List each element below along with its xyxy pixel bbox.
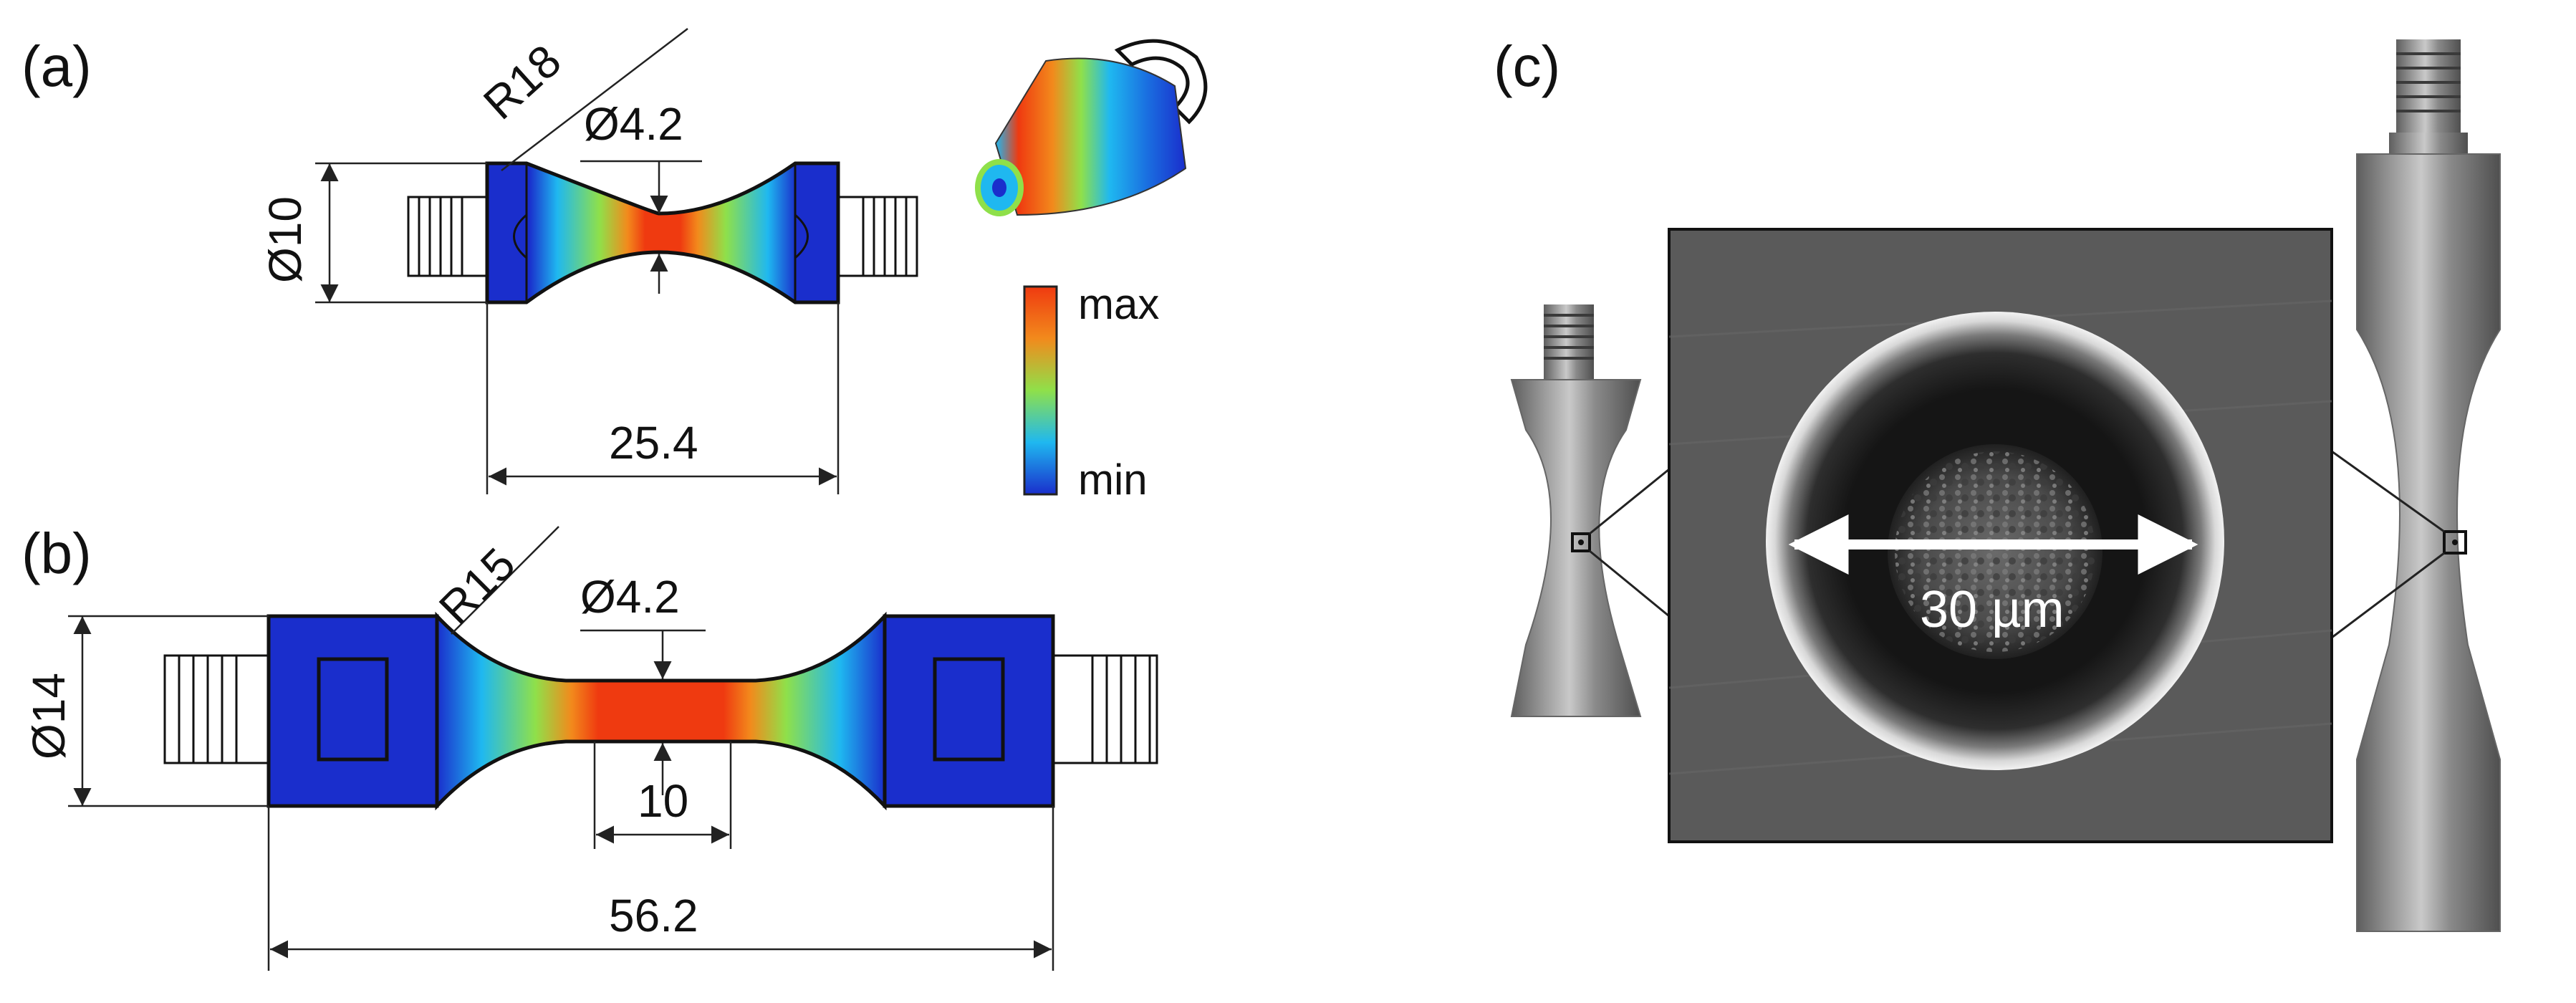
stress-colorbar [1023, 285, 1058, 496]
panel-a-specimen [485, 161, 840, 304]
panel-b-left-thread [163, 654, 270, 764]
panel-b-grip-diameter-label: Ø14 [23, 673, 75, 759]
panel-c-large-specimen [2356, 39, 2501, 932]
panel-b-label: (b) [21, 522, 92, 585]
panel-b-neck-diameter-label: Ø4.2 [580, 571, 680, 623]
panel-a-3d-model [975, 39, 1208, 216]
panel-b-left-grip [266, 614, 439, 808]
panel-b-radius-label: R15 [429, 538, 525, 634]
panel-c-label: (c) [1494, 34, 1560, 98]
panel-c: (c) [1494, 34, 2501, 932]
panel-a-grip-diameter-label: Ø10 [259, 196, 311, 283]
panel-b-right-thread [1052, 654, 1158, 764]
panel-a: (a) R18 Ø4.2 Ø10 25.4 [21, 28, 1208, 504]
panel-a-length-label: 25.4 [609, 417, 698, 469]
panel-b-gauge-length-label: 10 [638, 775, 688, 827]
panel-b-specimen [435, 611, 887, 811]
colorbar-max-label: max [1078, 280, 1159, 328]
panel-a-radius-label: R18 [474, 34, 570, 129]
panel-a-left-thread [407, 196, 489, 277]
panel-a-dimension-lines [315, 28, 840, 494]
panel-a-label: (a) [21, 34, 92, 98]
panel-a-neck-diameter-label: Ø4.2 [584, 98, 683, 150]
panel-b: (b) R15 Ø4.2 [21, 522, 1158, 971]
panel-c-small-specimen [1510, 304, 1642, 717]
scale-label: 30 µm [1920, 581, 2065, 638]
panel-a-right-thread [837, 196, 918, 277]
colorbar-min-label: min [1078, 456, 1148, 504]
panel-b-right-grip [883, 614, 1055, 808]
sem-image: 30 µm [1668, 228, 2333, 843]
panel-b-length-label: 56.2 [609, 890, 698, 941]
panel-c-zoom-lines [1589, 450, 2445, 639]
panel-b-dimension-lines [68, 526, 1054, 971]
